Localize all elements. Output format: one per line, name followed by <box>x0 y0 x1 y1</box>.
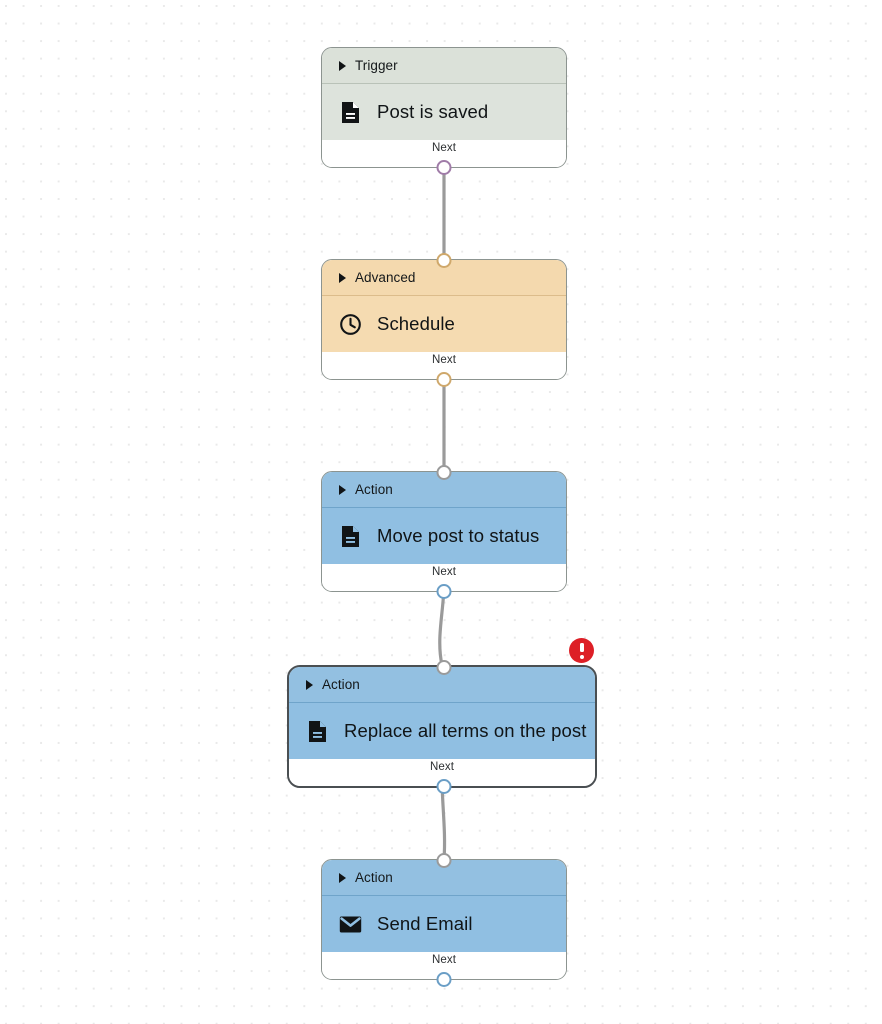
node-title: Replace all terms on the post <box>344 720 587 741</box>
input-port[interactable] <box>436 659 452 675</box>
node-footer-label: Next <box>431 954 457 966</box>
exclamation-icon <box>579 642 584 659</box>
document-icon <box>339 101 362 124</box>
header-divider <box>322 895 566 896</box>
node-inner: Advanced Schedule Next <box>322 260 566 379</box>
disclosure-triangle-icon[interactable] <box>339 872 346 883</box>
node-header[interactable]: Trigger <box>322 48 566 83</box>
node-type-label: Action <box>355 870 393 885</box>
node-body[interactable]: Replace all terms on the post <box>289 703 595 759</box>
document-icon <box>339 525 362 548</box>
node-inner: Action Replace all terms on the post Nex… <box>289 667 595 786</box>
node-footer-label: Next <box>431 566 457 578</box>
node-inner: Action Move post to status Next <box>322 472 566 591</box>
node-footer-label: Next <box>431 142 457 154</box>
node-type-label: Advanced <box>355 270 416 285</box>
node-title: Move post to status <box>377 525 540 546</box>
output-port[interactable] <box>436 371 452 387</box>
node-body[interactable]: Schedule <box>322 296 566 352</box>
workflow-node-action-email[interactable]: Action Send Email Next <box>321 852 567 987</box>
document-icon <box>306 720 329 743</box>
workflow-node-trigger[interactable]: Trigger Post is saved Next <box>321 47 567 175</box>
workflow-node-action-replace[interactable]: Action Replace all terms on the post Nex… <box>287 659 597 794</box>
node-footer-label: Next <box>429 761 455 773</box>
node-inner: Action Send Email Next <box>322 860 566 979</box>
input-port[interactable] <box>436 852 452 868</box>
workflow-node-action-move[interactable]: Action Move post to status Next <box>321 464 567 599</box>
output-port[interactable] <box>436 583 452 599</box>
node-body[interactable]: Send Email <box>322 896 566 952</box>
header-divider <box>289 702 595 703</box>
workflow-node-advanced[interactable]: Advanced Schedule Next <box>321 252 567 387</box>
output-port[interactable] <box>436 159 452 175</box>
header-divider <box>322 83 566 84</box>
envelope-icon <box>339 913 362 936</box>
disclosure-triangle-icon[interactable] <box>339 60 346 71</box>
node-footer-label: Next <box>431 354 457 366</box>
node-inner: Trigger Post is saved Next <box>322 48 566 167</box>
clock-icon <box>339 313 362 336</box>
node-header[interactable]: Action <box>322 860 566 895</box>
node-title: Schedule <box>377 313 455 334</box>
node-type-label: Action <box>355 482 393 497</box>
output-port[interactable] <box>436 971 452 987</box>
error-badge[interactable] <box>569 638 594 663</box>
node-type-label: Trigger <box>355 58 398 73</box>
node-body[interactable]: Move post to status <box>322 508 566 564</box>
header-divider <box>322 507 566 508</box>
disclosure-triangle-icon[interactable] <box>339 484 346 495</box>
disclosure-triangle-icon[interactable] <box>306 679 313 690</box>
node-type-label: Action <box>322 677 360 692</box>
output-port[interactable] <box>436 778 452 794</box>
disclosure-triangle-icon[interactable] <box>339 272 346 283</box>
node-body[interactable]: Post is saved <box>322 84 566 140</box>
input-port[interactable] <box>436 252 452 268</box>
node-title: Post is saved <box>377 101 489 122</box>
node-title: Send Email <box>377 913 473 934</box>
input-port[interactable] <box>436 464 452 480</box>
header-divider <box>322 295 566 296</box>
